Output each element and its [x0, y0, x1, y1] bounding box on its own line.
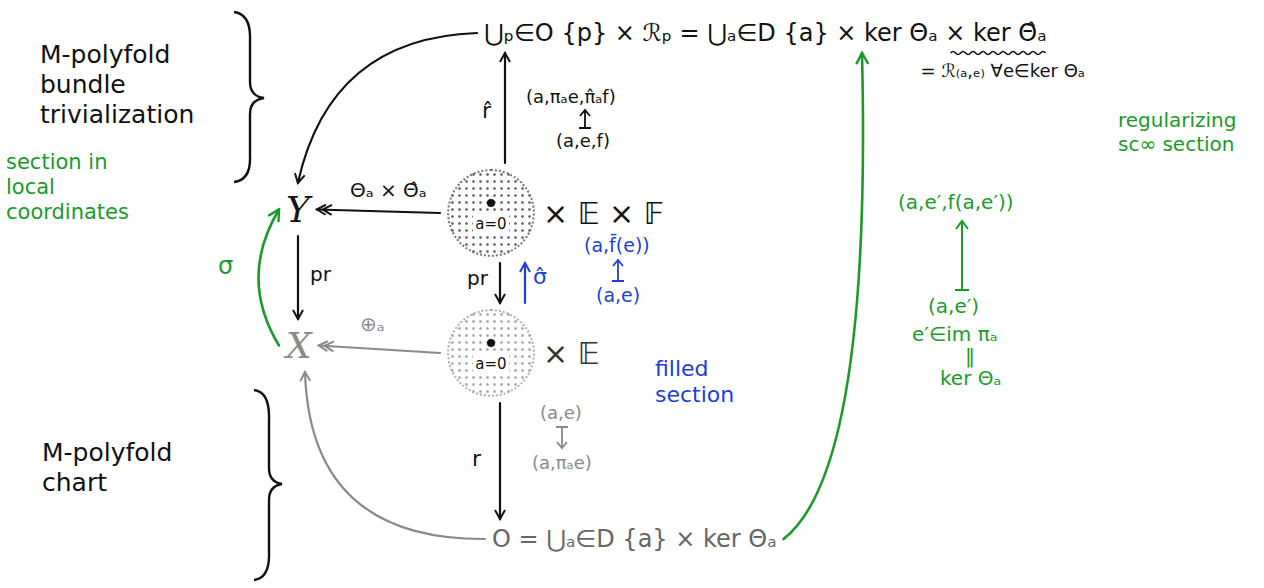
map-arrow: [317, 210, 440, 214]
local-chart: a=0 × 𝔼: [443, 306, 604, 400]
group-note: M-polyfold chart: [42, 438, 232, 498]
group-note: M-polyfold bundle trivialization: [40, 40, 230, 130]
mapsto-arrow: [579, 110, 591, 128]
bundle-space: Y: [282, 186, 314, 233]
retract-union: O = ⋃ₐ∈D {a} × ker Θₐ: [488, 522, 781, 556]
node-text: × 𝔼 × 𝔽: [543, 196, 664, 231]
section-note: section in local coordinates: [6, 150, 156, 226]
map-name: σ: [218, 252, 233, 281]
map-name: ⊕ₐ: [360, 312, 385, 336]
wavy-underline: [951, 52, 1046, 55]
map-arrow: [784, 53, 863, 539]
mapsto-arrow: [556, 427, 568, 448]
node-text: O = ⋃ₐ∈D {a} × ker Θₐ: [492, 525, 777, 553]
map-formula: (a,πₐe,π̂ₐf): [526, 86, 616, 108]
parameter-disc: a=0: [447, 169, 535, 257]
section-note: filled section: [655, 356, 765, 409]
map-formula: (a,f̄(e)): [584, 234, 650, 257]
map-formula: (a,e′): [928, 294, 979, 318]
map-formula: (a,πₐe): [532, 452, 592, 474]
map-formula: (a,e): [596, 284, 640, 307]
fiber-union: ⋃ₚ∈O {p} × ℛₚ = ⋃ₐ∈D {a} × ker Θₐ × ker …: [480, 16, 1051, 50]
node-text: ⋃ₚ∈O {p} × ℛₚ = ⋃ₐ∈D {a} × ker Θₐ × ker …: [484, 19, 1047, 47]
map-name: Θₐ × Θ̂ₐ: [350, 178, 427, 202]
map-arrow: [319, 346, 440, 354]
disc-label: a=0: [473, 215, 508, 233]
mapsto-arrow: [612, 260, 624, 281]
map-name: pr: [310, 262, 331, 286]
map-arrow: [305, 372, 485, 539]
map-name: r: [472, 446, 481, 472]
map-formula: (a,e,f): [556, 130, 610, 152]
section-note: regularizing sc∞ section: [1118, 108, 1256, 156]
node-text: Y: [286, 189, 310, 230]
map-formula: e′∈im πₐ: [912, 322, 998, 346]
equality-sign: ‖: [965, 344, 975, 368]
map-arrow: [298, 33, 477, 183]
map-name: σ̂: [533, 264, 547, 290]
node-text: X: [286, 325, 312, 366]
map-arrow: [504, 53, 506, 163]
map-name: pr: [467, 266, 488, 290]
curly-brace: [234, 12, 264, 182]
parameter-disc: a=0: [447, 309, 535, 397]
map-arrow: [499, 263, 501, 303]
map-arrow: [297, 236, 299, 319]
origin-dot: [487, 339, 495, 347]
map-formula: ker Θₐ: [940, 366, 1001, 390]
node-text: × 𝔼: [543, 336, 600, 371]
map-formula: (a,e′,f(a,e′)): [898, 190, 1014, 214]
fiber-note: = ℛ₍ₐ,ₑ₎ ∀e∈ker Θₐ: [921, 60, 1085, 82]
map-arrow: [499, 403, 501, 519]
origin-dot: [487, 199, 495, 207]
map-formula: (a,e): [540, 402, 582, 424]
map-arrow: [524, 263, 526, 303]
mapsto-arrow: [955, 221, 969, 290]
disc-label: a=0: [473, 355, 508, 373]
base-space: X: [282, 322, 316, 369]
curly-brace: [254, 390, 282, 580]
map-name: r̂: [482, 98, 491, 124]
map-arrow: [259, 210, 280, 346]
